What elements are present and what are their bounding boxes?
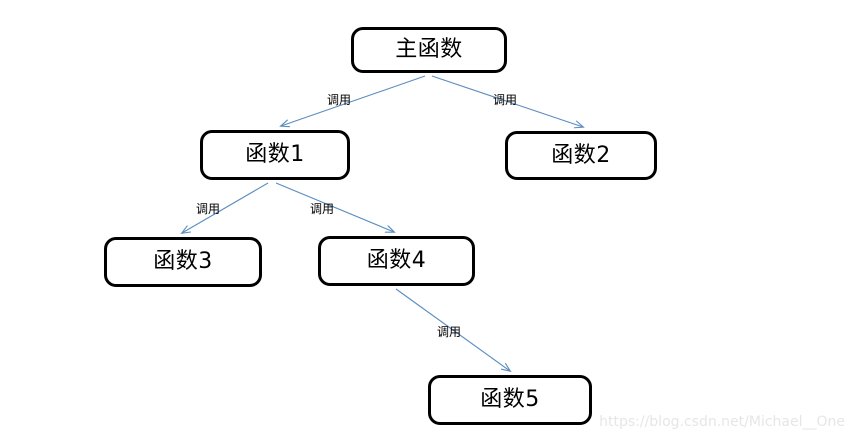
- edge-lines: [182, 75, 583, 371]
- node-fn1-label: 函数1: [245, 142, 305, 167]
- watermark: https://blog.csdn.net/Michael__One: [599, 414, 845, 430]
- node-main[interactable]: 主函数: [351, 27, 507, 73]
- edge-label-main-to-fn2: 调用: [493, 93, 518, 107]
- node-fn1[interactable]: 函数1: [200, 130, 350, 180]
- node-fn3[interactable]: 函数3: [104, 237, 262, 287]
- node-fn3-label: 函数3: [153, 249, 213, 274]
- node-fn4[interactable]: 函数4: [318, 236, 475, 286]
- edge-fn1-to-fn4: [275, 182, 394, 232]
- node-fn5[interactable]: 函数5: [428, 375, 592, 425]
- node-fn2-label: 函数2: [551, 142, 611, 168]
- edge-label-main-to-fn1: 调用: [327, 93, 352, 107]
- node-fn5-label: 函数5: [480, 387, 540, 412]
- edge-label-fn1-to-fn4: 调用: [310, 202, 335, 216]
- edge-main-to-fn1: [281, 75, 426, 126]
- node-fn2[interactable]: 函数2: [505, 131, 657, 180]
- edge-label-fn4-to-fn5: 调用: [437, 325, 462, 339]
- node-main-label: 主函数: [395, 37, 463, 62]
- node-fn4-label: 函数4: [366, 248, 427, 273]
- edge-fn1-to-fn3: [182, 182, 269, 233]
- edge-label-fn1-to-fn3: 调用: [196, 202, 221, 216]
